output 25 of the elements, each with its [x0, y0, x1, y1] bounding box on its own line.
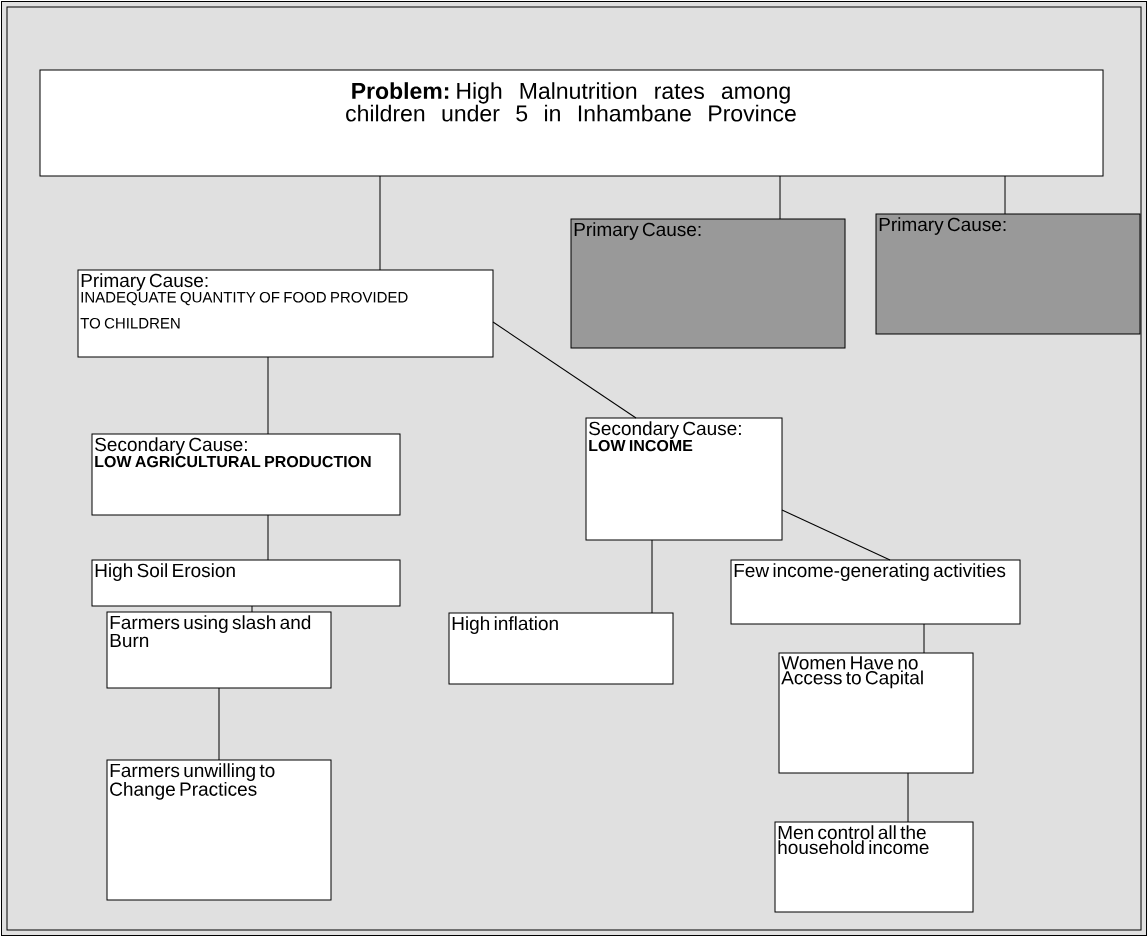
connector-line [267, 356, 269, 435]
connector-line [779, 175, 781, 220]
cause-box: High inflation [448, 612, 674, 685]
cause-box: Men control all the household income [774, 821, 974, 913]
cause-box: Farmers unwilling to Change Practices [106, 759, 332, 901]
cause-box: Few income-generating activities [730, 559, 1021, 625]
cause-box: Secondary Cause: LOW INCOME [585, 417, 783, 541]
connector-line [251, 605, 253, 613]
cause-box: High Soil Erosion [91, 559, 401, 607]
problem-box: Problem: High Malnutrition rates among children under 5 in Inhambane Province [39, 69, 1104, 177]
connector-line [492, 321, 637, 419]
connector-line [218, 687, 220, 761]
connector-line [781, 509, 891, 561]
cause-box: Farmers using slash and Burn [106, 611, 332, 689]
connector-line [379, 175, 381, 271]
cause-box: Women Have no Access to Capital [778, 652, 974, 774]
cause-box: Primary Cause: [875, 213, 1141, 335]
cause-box: Secondary Cause: LOW AGRICULTURAL PRODUCTION [91, 433, 401, 516]
connector-line [1004, 175, 1006, 215]
connector-line [651, 539, 653, 614]
cause-box: Primary Cause: INADEQUATE QUANTITY OF FOOD PROVIDED TO CHILDREN [77, 269, 494, 358]
connector-line [907, 772, 909, 823]
connector-line [923, 623, 925, 654]
connector-line [267, 514, 269, 561]
cause-box: Primary Cause: [570, 218, 846, 349]
